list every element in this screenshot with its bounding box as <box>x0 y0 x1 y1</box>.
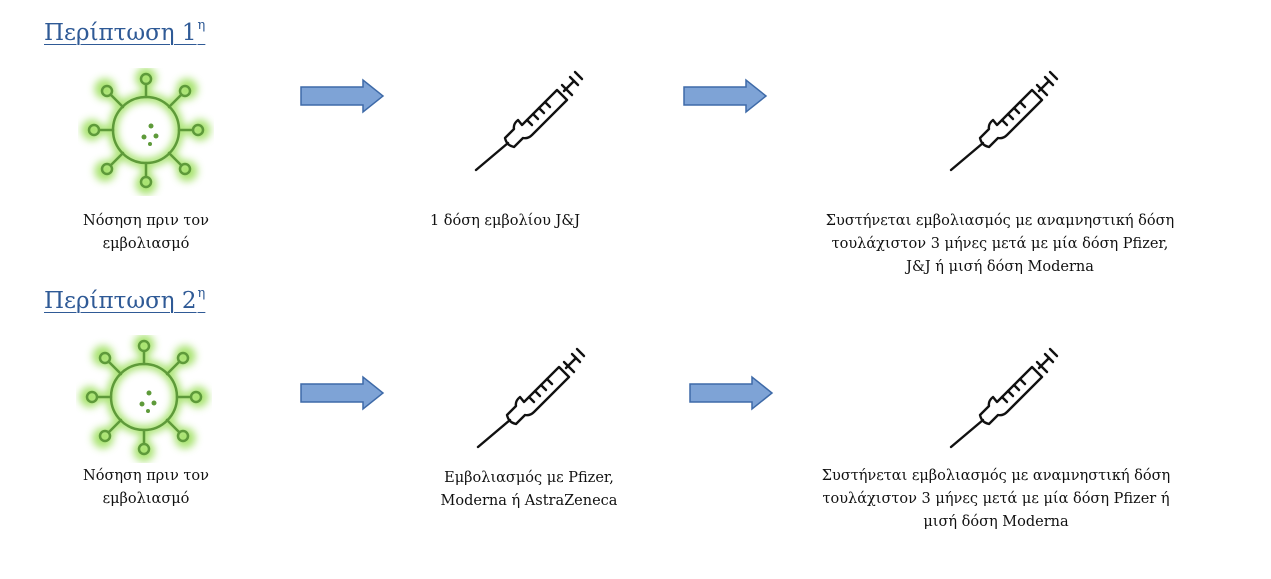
case-1-step-1-caption: Νόσηση πριν τον εμβολιασμό <box>58 210 234 256</box>
right-arrow-icon <box>689 375 774 411</box>
case-2-step-1-caption: Νόσηση πριν τον εμβολιασμό <box>58 465 234 511</box>
caption-line: μισή δόση Moderna <box>923 514 1069 530</box>
caption-line: J&J ή μισή δόση Moderna <box>906 259 1094 275</box>
case-2-title-sup: η <box>197 286 206 302</box>
right-arrow-icon <box>300 375 385 411</box>
syringe-icon <box>474 70 584 172</box>
case-2-heading: Περίπτωση 2η <box>44 286 206 314</box>
right-arrow-icon <box>300 78 385 114</box>
caption-line: τουλάχιστον 3 μήνες μετά με μία δόση Pfi… <box>822 491 1170 507</box>
caption-line: Εμβολιασμός με Pfizer, <box>444 470 614 486</box>
caption-line: Συστήνεται εμβολιασμός με αναμνηστική δό… <box>825 213 1175 229</box>
syringe-icon <box>476 347 586 449</box>
caption-line: Νόσηση πριν τον <box>83 213 209 229</box>
case-2-title: Περίπτωση 2 <box>44 288 197 314</box>
right-arrow-icon <box>683 78 768 114</box>
caption-line: Moderna ή AstraZeneca <box>440 493 618 509</box>
case-2-step-2-caption: Εμβολιασμός με Pfizer, Moderna ή AstraZe… <box>410 467 648 513</box>
syringe-icon <box>949 347 1059 449</box>
case-2-step-3-caption: Συστήνεται εμβολιασμός με αναμνηστική δό… <box>776 465 1216 534</box>
case-1-title-sup: η <box>197 18 206 34</box>
case-1-heading: Περίπτωση 1η <box>44 18 206 46</box>
caption-line: εμβολιασμό <box>102 491 190 507</box>
syringe-icon <box>949 70 1059 172</box>
virus-icon <box>79 335 209 462</box>
caption-line: 1 δόση εμβολίου J&J <box>429 213 581 229</box>
case-1-step-3-caption: Συστήνεται εμβολιασμός με αναμνηστική δό… <box>780 210 1220 279</box>
case-1-step-2-caption: 1 δόση εμβολίου J&J <box>400 210 610 233</box>
caption-line: εμβολιασμό <box>102 236 190 252</box>
caption-line: Νόσηση πριν τον <box>83 468 209 484</box>
case-1-title: Περίπτωση 1 <box>44 20 197 46</box>
caption-line: τουλάχιστον 3 μήνες μετά με μία δόση Pfi… <box>831 236 1169 252</box>
caption-line: Συστήνεται εμβολιασμός με αναμνηστική δό… <box>821 468 1171 484</box>
virus-icon <box>81 68 211 195</box>
